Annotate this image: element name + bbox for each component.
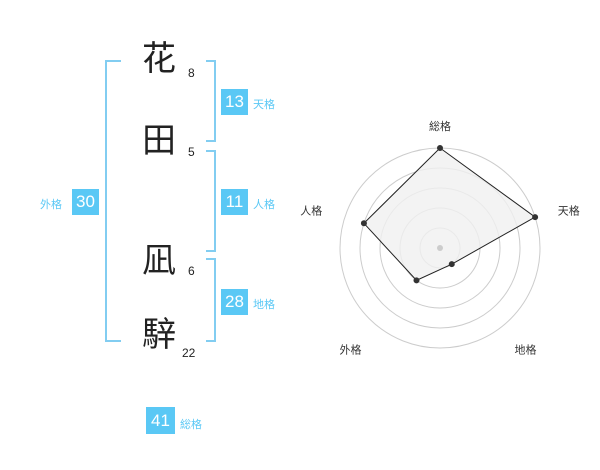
name-char-2: 田 — [142, 121, 176, 161]
tenkaku-value: 13 — [221, 89, 248, 115]
name-char-3: 凪 — [142, 241, 176, 281]
name-char-4: 騂 — [142, 315, 176, 355]
radar-axis-label: 外格 — [340, 342, 362, 356]
gaikaku-bracket — [105, 60, 121, 342]
name-char-1: 花 — [142, 39, 176, 79]
radar-point — [437, 145, 443, 151]
soukaku-value: 41 — [146, 407, 175, 434]
soukaku-label: 総格 — [180, 418, 202, 431]
stroke-count-2: 5 — [188, 145, 195, 159]
jinkaku-value: 11 — [221, 189, 248, 215]
radar-axis-label: 地格 — [514, 342, 536, 356]
gaikaku-value: 30 — [72, 189, 99, 215]
tenkaku-bracket — [206, 60, 216, 142]
radar-area — [363, 147, 537, 281]
stroke-count-4: 22 — [182, 346, 196, 360]
jinkaku-bracket — [206, 150, 216, 252]
chikaku-bracket — [206, 258, 216, 342]
radar-axis-label: 人格 — [300, 204, 322, 218]
stroke-count-1: 8 — [188, 66, 195, 80]
radar-center-dot — [437, 245, 443, 251]
stroke-count-3: 6 — [188, 264, 195, 278]
radar-axis-label: 総格 — [429, 119, 451, 133]
gaikaku-label: 外格 — [40, 198, 62, 211]
chikaku-value: 28 — [221, 289, 248, 315]
chikaku-label: 地格 — [253, 298, 275, 311]
jinkaku-label: 人格 — [253, 198, 275, 211]
tenkaku-label: 天格 — [253, 98, 275, 111]
radar-point — [448, 261, 455, 268]
radar-point — [360, 220, 367, 227]
radar-point — [532, 214, 539, 221]
radar-axis-label: 天格 — [558, 204, 580, 218]
radar-point — [413, 277, 420, 284]
